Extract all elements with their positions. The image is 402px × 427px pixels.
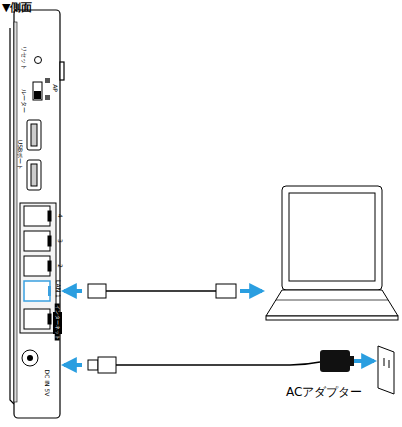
usb-port	[27, 120, 41, 190]
part-label: LAN 1	[55, 280, 61, 298]
part-label: 3	[57, 239, 63, 243]
laptop	[266, 186, 398, 320]
lan-cable	[64, 284, 262, 298]
router-body	[10, 10, 64, 418]
part-label: AP	[52, 84, 58, 92]
dc-jack	[27, 355, 33, 361]
part-label: ルーター	[21, 89, 27, 113]
adapter-prong	[350, 356, 354, 366]
page-title: ▼側面	[2, 2, 32, 13]
part-label: 2	[57, 264, 63, 268]
mode-switch	[33, 78, 50, 100]
part-label: 4	[57, 214, 63, 218]
wall-outlet	[378, 346, 394, 394]
adapter-body	[320, 350, 350, 372]
node-label: ACアダプター	[286, 386, 362, 398]
dc-jack	[22, 350, 38, 366]
part-label: リセット	[21, 46, 27, 70]
part-label: USBポート	[17, 140, 23, 170]
part-label: インターネット	[54, 304, 59, 341]
reset-hole	[35, 57, 42, 64]
part-label: DC IN 5V	[44, 370, 50, 397]
ac-adapter: ACアダプター	[286, 348, 362, 404]
